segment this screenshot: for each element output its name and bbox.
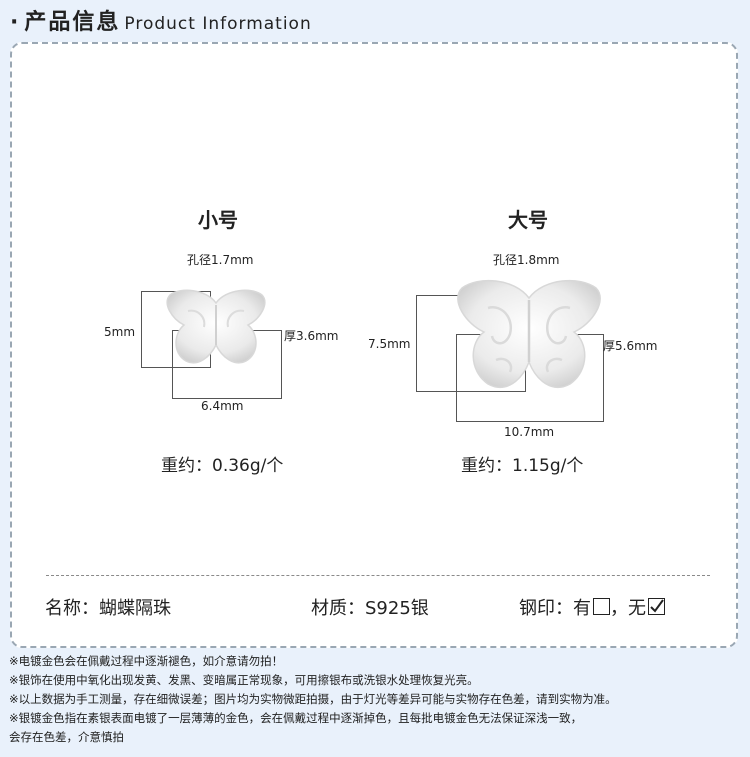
dashed-divider [46,575,710,576]
note-line: ※银镀金色指在素银表面电镀了一层薄薄的金色，会在佩戴过程中逐渐掉色，且每批电镀金… [9,711,583,725]
large-size-title: 大号 [508,208,548,232]
small-size-title: 小号 [198,208,238,232]
small-butterfly-bead-image [166,289,266,364]
note-line: ※电镀金色会在佩戴过程中逐渐褪色，如介意请勿拍！ [9,654,284,668]
stamp-mid-label: ，无 [610,598,646,619]
large-hole-label: 孔径1.8mm [493,253,560,267]
large-width-label: 10.7mm [504,425,555,439]
section-title-cn: 产品信息 [24,10,121,35]
small-width-label: 6.4mm [201,399,244,413]
small-thickness-label: 厚3.6mm [284,329,339,343]
section-header: · 产品信息 Product Information [10,4,312,38]
section-title-en: Product Information [124,14,312,34]
note-line: ※以上数据为手工测量，存在细微误差；图片均为实物微距拍摄，由于灯光等差异可能与实… [9,692,617,706]
product-info-panel [10,42,738,648]
large-thickness-label: 厚5.6mm [603,339,658,353]
stamp-spec: 钢印：有 ，无 [519,594,665,620]
checked-checkbox-icon [648,598,665,615]
note-line: 会存在色差，介意慎拍 [9,730,124,744]
product-name-spec: 名称：蝴蝶隔珠 [45,598,171,619]
large-height-label: 7.5mm [368,337,411,351]
note-line: ※银饰在使用中氧化出现发黄、发黑、变暗属正常现象，可用擦银布或洗银水处理恢复光亮… [9,673,479,687]
empty-checkbox-icon [593,598,610,615]
small-hole-label: 孔径1.7mm [187,253,254,267]
small-weight-label: 重约：0.36g/个 [161,456,284,476]
small-height-label: 5mm [104,325,136,339]
large-butterfly-bead-image [457,279,601,389]
header-bullet: · [10,10,19,35]
large-weight-label: 重约：1.15g/个 [461,456,584,476]
material-spec: 材质：S925银 [311,598,429,619]
stamp-label: 钢印：有 [519,598,591,619]
notes-section: ※电镀金色会在佩戴过程中逐渐褪色，如介意请勿拍！ ※银饰在使用中氧化出现发黄、发… [9,652,745,747]
